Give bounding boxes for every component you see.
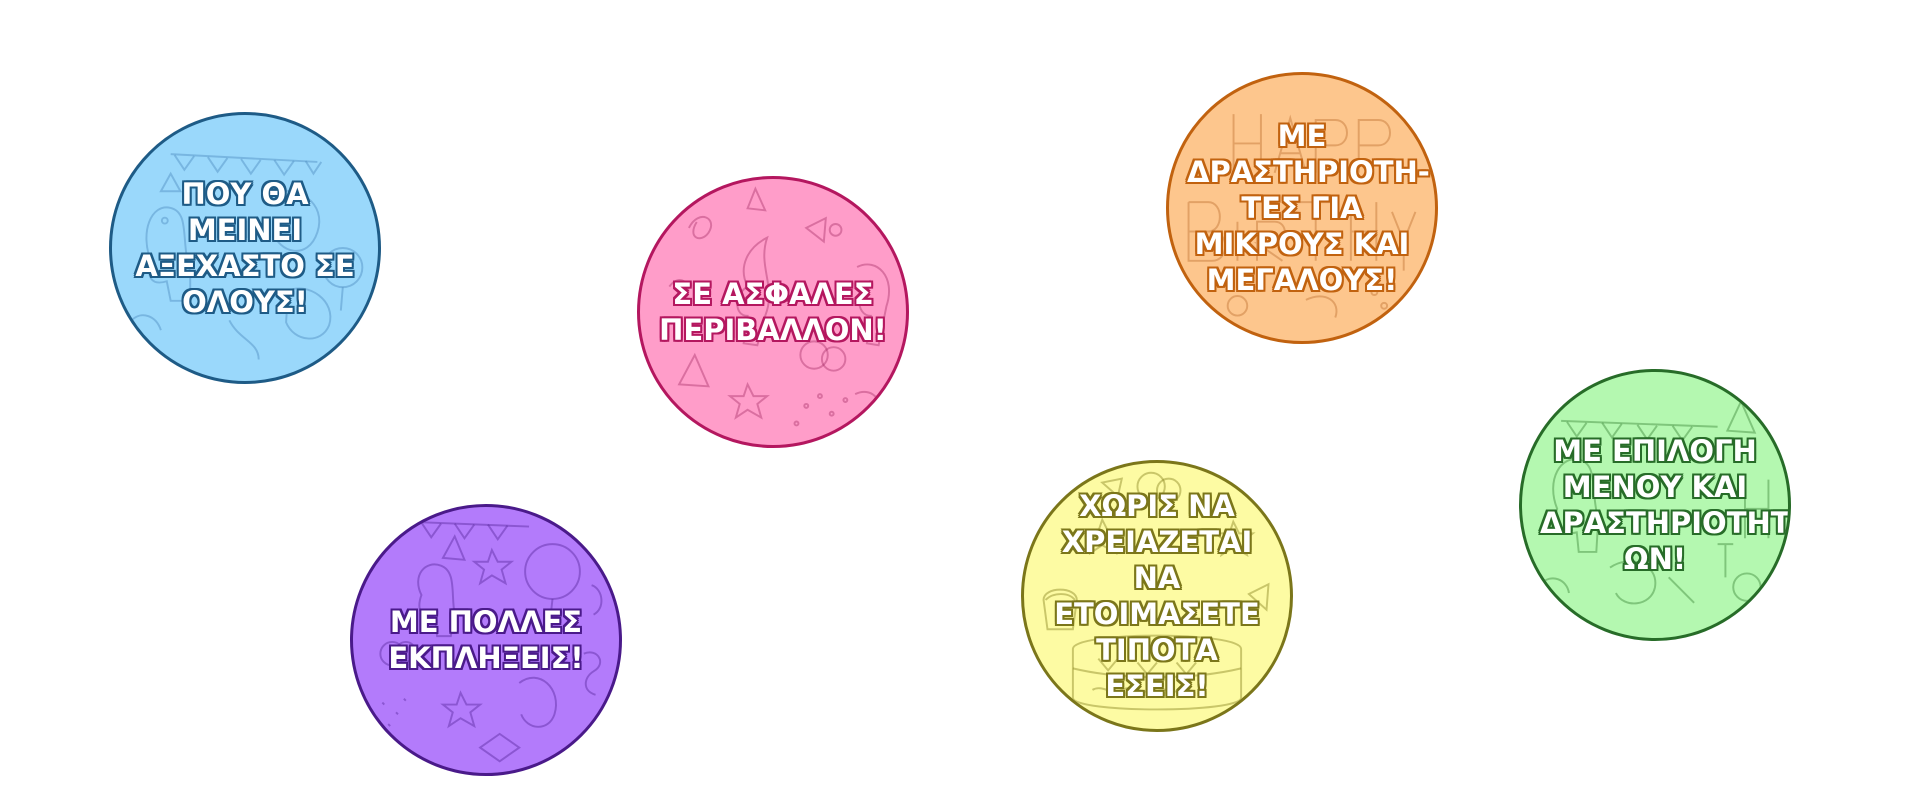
badge-no-preparation: ΧΩΡΙΣ ΝΑ ΧΡΕΙΑΖΕΤΑΙ ΝΑ ΕΤΟΙΜΑΣΕΤΕ ΤΙΠΟΤΑ…	[1021, 460, 1293, 732]
badge-text: ΜΕ ΔΡΑΣΤΗΡΙΟΤΗ- ΤΕΣ ΓΙΑ ΜΙΚΡΟΥΣ ΚΑΙ ΜΕΓΑ…	[1187, 119, 1430, 297]
badge-text: ΧΩΡΙΣ ΝΑ ΧΡΕΙΑΖΕΤΑΙ ΝΑ ΕΤΟΙΜΑΣΕΤΕ ΤΙΠΟΤΑ…	[1054, 489, 1260, 703]
badge-text: ΣΕ ΑΣΦΑΛΕΣ ΠΕΡΙΒΑΛΛΟΝ!	[659, 277, 887, 347]
dinosaur-party-pattern-icon	[668, 186, 890, 427]
badge-safe-environment: ΣΕ ΑΣΦΑΛΕΣ ΠΕΡΙΒΑΛΛΟΝ!	[637, 176, 909, 448]
dinosaur-party-pattern-icon	[130, 153, 364, 360]
cake-party-pattern-icon	[1042, 471, 1270, 711]
badge-text: ΜΕ ΕΠΙΛΟΓΗ ΜΕΝΟΥ ΚΑΙ ΔΡΑΣΤΗΡΙΟΤΗΤ ΩΝ!	[1540, 434, 1791, 576]
dinosaur-party-pattern-icon	[379, 519, 603, 763]
badge-surprises: ΜΕ ΠΟΛΛΕΣ ΕΚΠΛΗΞΕΙΣ!	[350, 504, 622, 776]
badge-activities: ΜΕ ΔΡΑΣΤΗΡΙΟΤΗ- ΤΕΣ ΓΙΑ ΜΙΚΡΟΥΣ ΚΑΙ ΜΕΓΑ…	[1166, 72, 1438, 344]
badge-text: ΠΟΥ ΘΑ ΜΕΙΝΕΙ ΑΞΕΧΑΣΤΟ ΣΕ ΟΛΟΥΣ!	[135, 177, 355, 319]
badge-menu-choice: ΜΕ ΕΠΙΛΟΓΗ ΜΕΝΟΥ ΚΑΙ ΔΡΑΣΤΗΡΙΟΤΗΤ ΩΝ!	[1519, 369, 1791, 641]
badge-unforgettable: ΠΟΥ ΘΑ ΜΕΙΝΕΙ ΑΞΕΧΑΣΤΟ ΣΕ ΟΛΟΥΣ!	[109, 112, 381, 384]
badge-text: ΜΕ ΠΟΛΛΕΣ ΕΚΠΛΗΞΕΙΣ!	[388, 605, 584, 675]
happy-birthday-pattern-icon	[1187, 114, 1417, 318]
dinosaur-party-pattern-icon	[1540, 398, 1770, 605]
